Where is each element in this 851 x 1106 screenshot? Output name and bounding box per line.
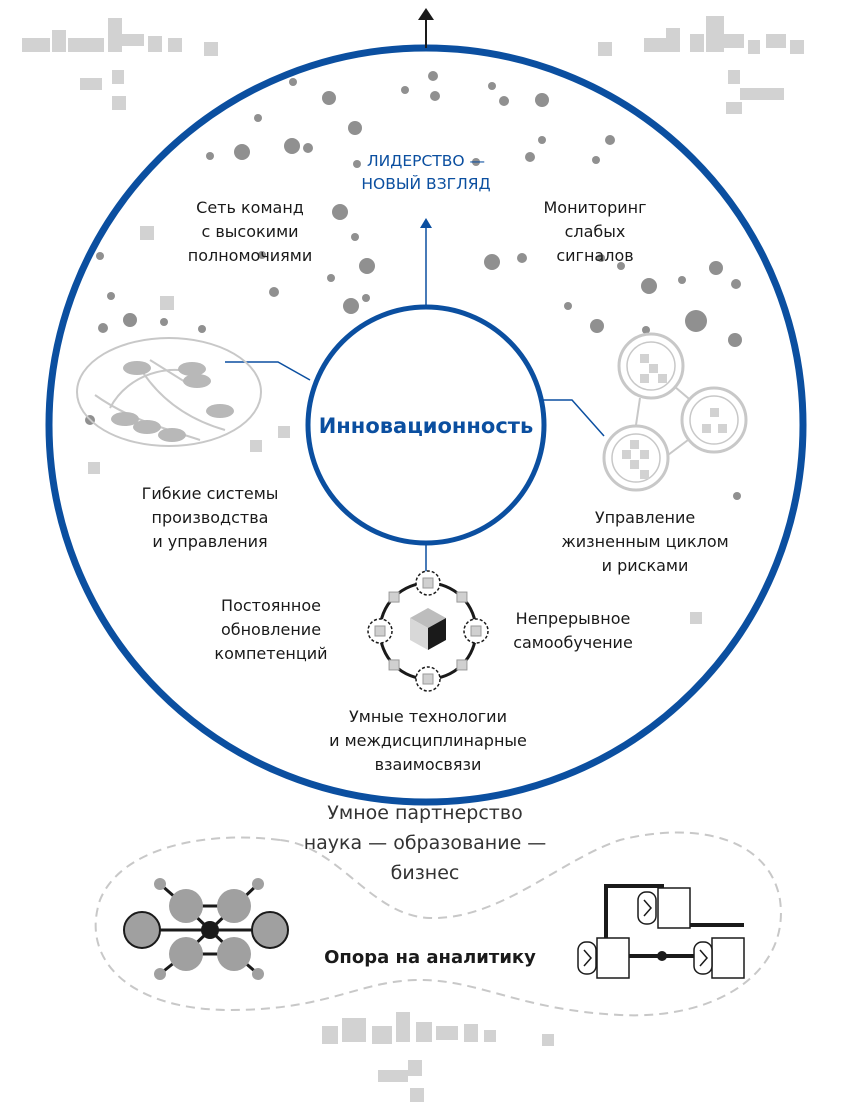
molecule-graphic: [123, 878, 289, 980]
inner-arrow-head: [420, 218, 432, 228]
label-weak-signals: Мониторинг слабых сигналов: [543, 198, 647, 265]
label-lifecycle: Управление жизненным циклом и рисками: [561, 508, 729, 575]
flowchart-graphic: [577, 884, 745, 979]
center-cube: [410, 608, 446, 650]
label-self-learning: Непрерывное самообучение: [513, 609, 633, 652]
connector-right: [540, 399, 605, 437]
label-partnership: Умное партнерство наука — образование — …: [303, 802, 547, 884]
lifecycle-cluster-graphic: [602, 332, 748, 492]
cube-ring-graphic: [367, 570, 489, 692]
label-smart-tech: Умные технологии и междисциплинарные вза…: [329, 707, 527, 774]
bottom-dashed-outline: [94, 831, 782, 1017]
connector-left: [225, 361, 311, 381]
top-arrow-head: [418, 8, 434, 20]
label-competence: Постоянное обновление компетенций: [214, 596, 328, 663]
label-analytics: Опора на аналитику: [324, 947, 536, 968]
label-flexible-systems: Гибкие системы производства и управления: [141, 484, 279, 551]
center-label-innovation: Инновационность: [318, 414, 534, 438]
scattered-dots: [85, 71, 742, 500]
label-network-teams: Сеть команд с высокими полномочиями: [187, 198, 313, 265]
pixel-tile-decoration: [22, 16, 804, 1102]
network-teams-graphic: [76, 337, 262, 447]
top-label-leadership: ЛИДЕРСТВО — НОВЫЙ ВЗГЛЯД: [361, 152, 491, 193]
